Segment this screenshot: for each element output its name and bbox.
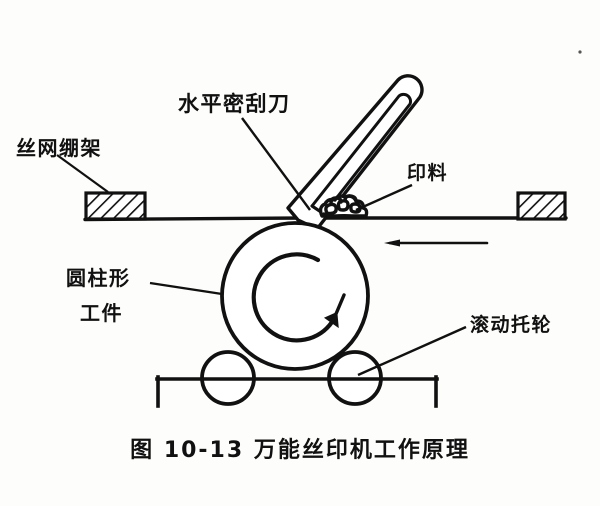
label-squeegee: 水平密刮刀 xyxy=(178,92,291,116)
rotation-direction-arrow xyxy=(251,252,346,343)
label-workpiece-line2: 工件 xyxy=(80,301,123,325)
hatched-frame-block-left xyxy=(84,191,147,221)
cylindrical-workpiece-circle xyxy=(220,221,370,371)
figure-caption: 图 10-13 万能丝印机工作原理 xyxy=(130,438,470,463)
label-workpiece-line1: 圆柱形 xyxy=(66,266,131,290)
leader-line-squeegee xyxy=(241,117,311,211)
tilted-squeegee-blade xyxy=(286,74,424,231)
label-screen-frame: 丝网绷架 xyxy=(16,136,102,160)
scan-speck xyxy=(578,50,582,54)
label-roller: 滚动托轮 xyxy=(470,314,553,336)
hatched-frame-block-right xyxy=(516,191,567,221)
roller-support-bracket xyxy=(155,375,439,408)
screen-travel-direction-arrow xyxy=(384,239,489,247)
leader-line-roller xyxy=(357,325,467,377)
leader-line-screen-frame xyxy=(56,154,109,193)
ink-paste-blob xyxy=(318,194,369,219)
label-ink: 印料 xyxy=(407,162,449,184)
leader-line-ink xyxy=(355,183,413,212)
leader-line-workpiece xyxy=(149,281,223,296)
